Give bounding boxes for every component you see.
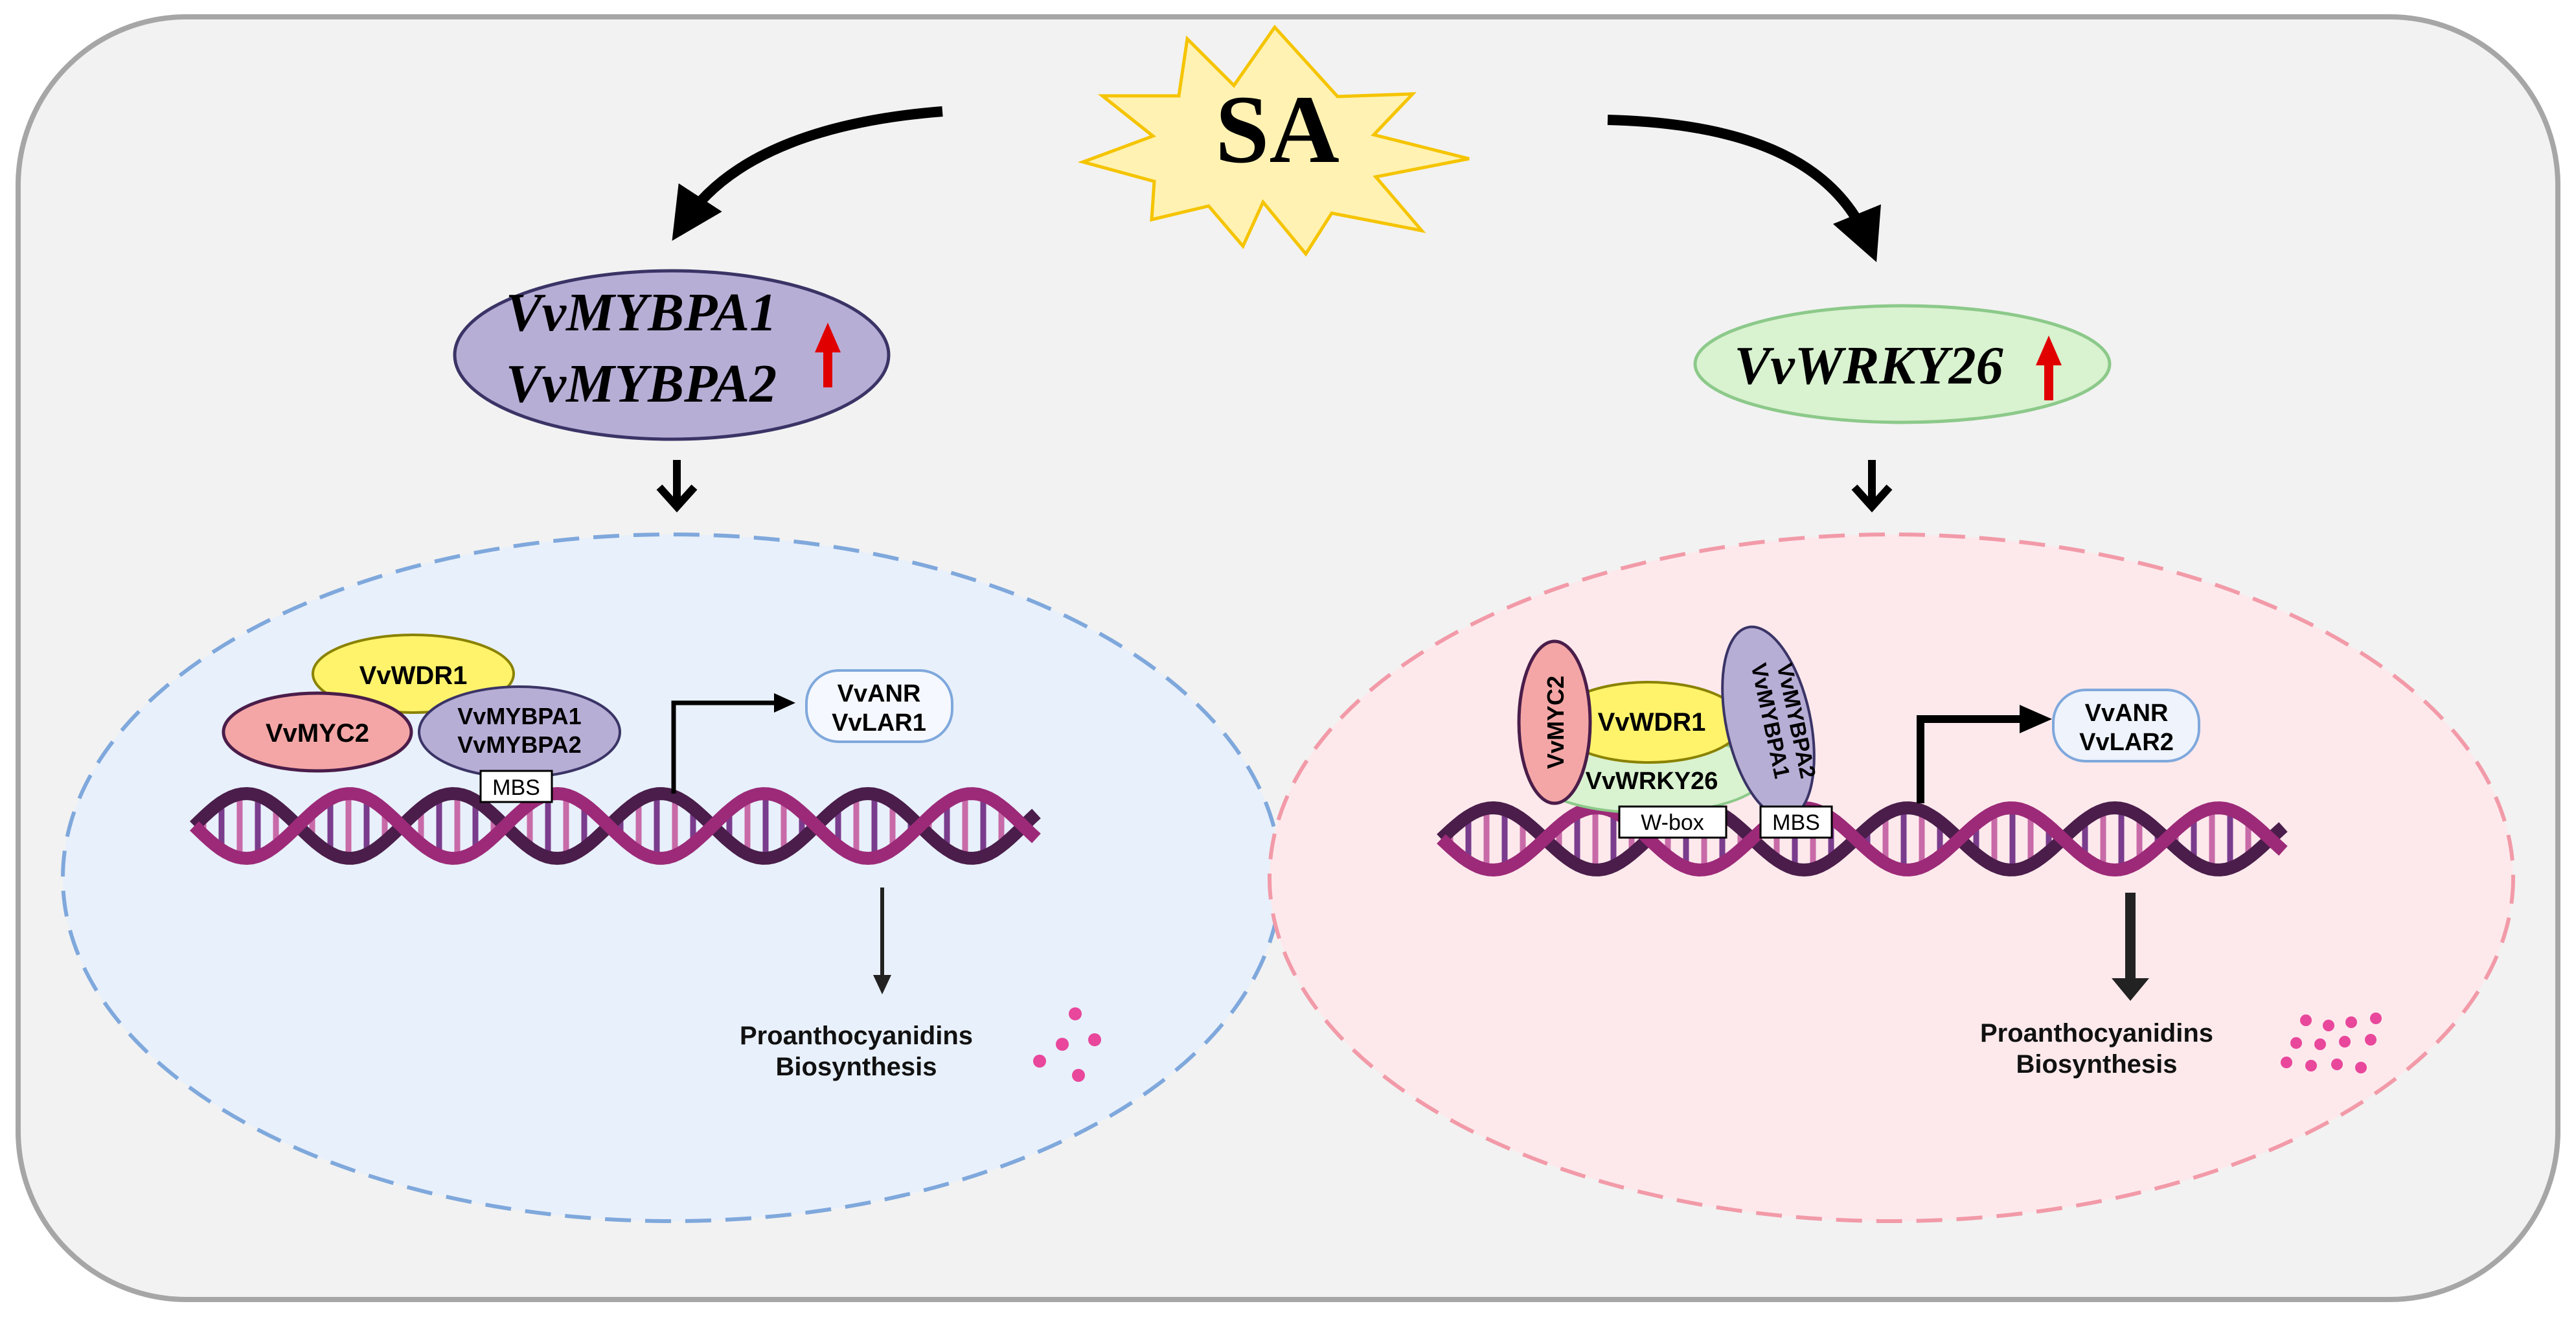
- binding-site-label: MBS: [1772, 810, 1820, 835]
- protein-label: VvWRKY26: [1586, 768, 1718, 795]
- up-arrow-icon: [2036, 336, 2062, 400]
- down-arrow-icon: [656, 460, 698, 512]
- protein-label: VvMYBPA2: [457, 731, 581, 758]
- product-label: Proanthocyanidins: [740, 1022, 973, 1050]
- down-arrow-icon: [1851, 460, 1893, 512]
- wbox-box: [1618, 805, 1727, 839]
- protein-label: VvMYBPA1: [457, 703, 581, 729]
- right-transcription-complex: VvWDR1 VvWRKY26 VvMYC2 VvMYBPA1 VvMYBPA2…: [1517, 625, 1833, 839]
- protein-label: VvWDR1: [1598, 708, 1706, 737]
- up-arrow-icon: [815, 323, 841, 387]
- myc-protein: [222, 691, 413, 773]
- protein-label: VvWDR1: [359, 661, 468, 690]
- gene-label: VvMYBPA2: [506, 354, 777, 414]
- wrky26-gene-node: VvWRKY26: [1693, 304, 2112, 424]
- left-target-genes: VvANR VvLAR1: [805, 669, 953, 743]
- product-label: Proanthocyanidins: [1980, 1019, 2213, 1048]
- protein-label: VvMYC2: [1542, 676, 1569, 769]
- binding-site-label: MBS: [492, 775, 540, 800]
- sa-label: SA: [1215, 76, 1339, 183]
- left-transcription-complex: VvWDR1 VvMYC2 VvMYBPA1 VvMYBPA2 MBS: [222, 634, 621, 803]
- down-arrow-icon: [2112, 893, 2149, 1001]
- target-gene-label: VvLAR2: [2079, 729, 2174, 756]
- mybpa-gene-node: VvMYBPA1 VvMYBPA2: [453, 269, 891, 441]
- myc-protein: [1517, 639, 1592, 805]
- curved-arrow-icon: [672, 106, 943, 241]
- target-gene-label: VvANR: [2085, 700, 2169, 727]
- target-gene-label: VvANR: [838, 680, 921, 707]
- target-gene-label: VvLAR1: [832, 709, 926, 737]
- right-nucleus: [1268, 533, 2515, 1223]
- left-nucleus: [61, 533, 1282, 1223]
- product-dots-icon: [2281, 1013, 2382, 1073]
- binding-site-label: W-box: [1641, 810, 1704, 835]
- sa-starburst-icon: [1077, 25, 1470, 257]
- gene-label: VvWRKY26: [1734, 336, 2003, 396]
- right-target-genes: VvANR VvLAR2: [2052, 689, 2200, 762]
- protein-label: VvMYC2: [266, 719, 369, 748]
- product-label: Biosynthesis: [2016, 1050, 2178, 1079]
- product-dots-icon: [1033, 1007, 1101, 1082]
- transcription-start-arrow-icon: [1917, 705, 2052, 803]
- mbs-box: [1759, 805, 1833, 839]
- mbs-box: [479, 770, 553, 803]
- product-label: Biosynthesis: [776, 1053, 937, 1081]
- down-arrow-icon: [873, 888, 891, 994]
- gene-label: VvMYBPA1: [506, 282, 777, 343]
- curved-arrow-icon: [1607, 115, 1881, 262]
- sa-stimulus: SA: [1077, 25, 1470, 257]
- dna-helix-icon: [190, 786, 1041, 865]
- transcription-start-arrow-icon: [671, 693, 795, 794]
